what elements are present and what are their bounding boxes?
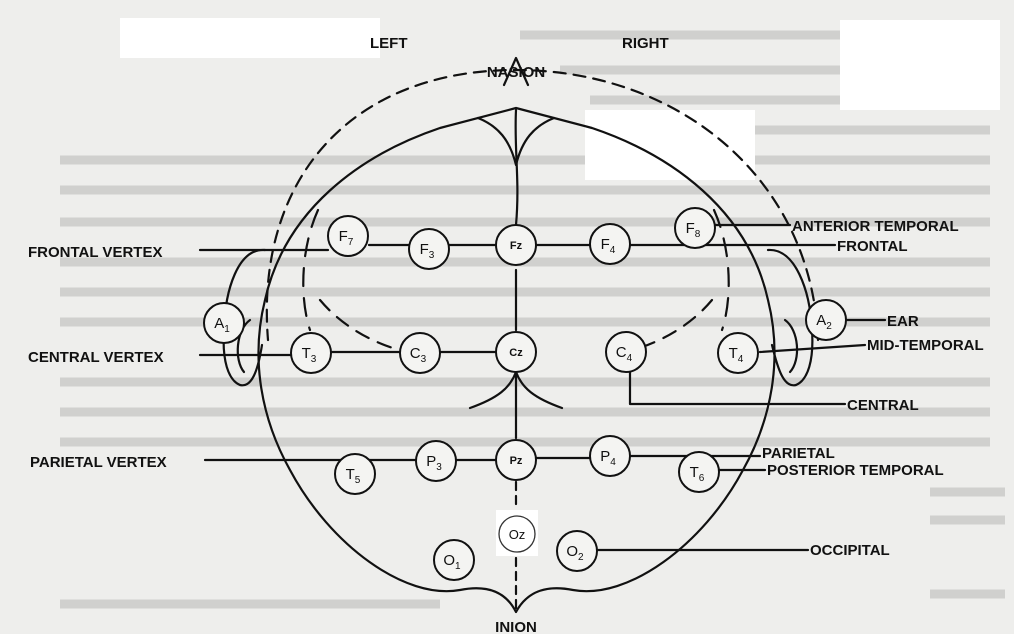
fz-branch xyxy=(476,116,556,167)
electrode-f3 xyxy=(408,228,450,270)
electrode-fz xyxy=(495,224,537,266)
electrode-a2 xyxy=(805,299,847,341)
electrode-t3-label: T3 xyxy=(302,345,317,365)
electrode-o2-label: O2 xyxy=(566,543,584,563)
electrode-t5 xyxy=(334,453,376,495)
midline-front xyxy=(514,108,519,227)
right-ear-inner xyxy=(783,318,799,374)
line-central xyxy=(628,370,847,406)
line-mid-temporal xyxy=(758,343,867,354)
electrode-c4 xyxy=(605,331,647,373)
label-posterior-temporal: POSTERIOR TEMPORAL xyxy=(767,462,944,479)
electrode-t5-label: T5 xyxy=(346,466,361,486)
electrode-o1-label: O1 xyxy=(443,552,461,572)
electrode-p3-label: P3 xyxy=(426,453,442,473)
electrode-f3-label: F3 xyxy=(420,241,435,261)
electrode-a2-label: A2 xyxy=(816,312,832,332)
label-parietal-vertex: PARIETAL VERTEX xyxy=(30,454,167,471)
label-parietal: PARIETAL xyxy=(762,445,835,462)
white-patch xyxy=(840,20,1000,110)
electrode-t6 xyxy=(678,451,720,493)
electrode-c3 xyxy=(399,332,441,374)
label-anterior-temporal: ANTERIOR TEMPORAL xyxy=(792,218,959,235)
label-right: RIGHT xyxy=(622,35,669,52)
electrode-o2 xyxy=(556,530,598,572)
electrode-t4-label: T4 xyxy=(729,345,744,365)
electrode-f4-label: F4 xyxy=(601,236,616,256)
label-mid-temporal: MID-TEMPORAL xyxy=(867,337,984,354)
label-central: CENTRAL xyxy=(847,397,919,414)
right-ear xyxy=(766,248,814,387)
label-frontal: FRONTAL xyxy=(837,238,908,255)
electrode-a1 xyxy=(203,302,245,344)
electrode-c4-label: C4 xyxy=(616,344,633,364)
nasion-tip xyxy=(502,56,530,87)
electrode-p3 xyxy=(415,440,457,482)
left-ear-inner xyxy=(236,318,252,374)
electrode-pz-label: Pz xyxy=(510,455,523,467)
label-ear: EAR xyxy=(887,313,919,330)
white-patch xyxy=(120,18,380,58)
electrode-c3-label: C3 xyxy=(410,345,427,365)
electrode-f7 xyxy=(327,215,369,257)
inner-left-low xyxy=(318,298,402,352)
electrode-oz-label: Oz xyxy=(509,527,526,542)
electrode-t4 xyxy=(717,332,759,374)
electrode-f8-label: F8 xyxy=(686,220,701,240)
electrode-f4 xyxy=(589,223,631,265)
nasion-inion-arc xyxy=(265,68,820,342)
electrode-cz-label: Cz xyxy=(509,347,523,359)
electrode-f7-label: F7 xyxy=(339,228,354,248)
electrode-t6-label: T6 xyxy=(690,464,705,484)
inner-left-arc xyxy=(302,208,320,332)
label-frontal-vertex: FRONTAL VERTEX xyxy=(28,244,162,261)
electrode-f8 xyxy=(674,207,716,249)
electrode-p4 xyxy=(589,435,631,477)
electrode-oz xyxy=(498,515,536,553)
inner-right-arc xyxy=(712,208,730,332)
label-occipital: OCCIPITAL xyxy=(810,542,890,559)
label-left: LEFT xyxy=(370,35,408,52)
head-outline xyxy=(257,106,776,614)
label-inion: INION xyxy=(495,619,537,634)
inner-right-low xyxy=(630,298,714,352)
white-patch xyxy=(585,110,755,180)
electrode-cz xyxy=(495,331,537,373)
label-nasion: NASION xyxy=(487,64,545,81)
electrode-t3 xyxy=(290,332,332,374)
electrode-o1 xyxy=(433,539,475,581)
label-central-vertex: CENTRAL VERTEX xyxy=(28,349,164,366)
electrode-fz-label: Fz xyxy=(510,240,523,252)
electrode-pz xyxy=(495,439,537,481)
electrode-p4-label: P4 xyxy=(600,448,616,468)
electrode-a1-label: A1 xyxy=(214,315,230,335)
